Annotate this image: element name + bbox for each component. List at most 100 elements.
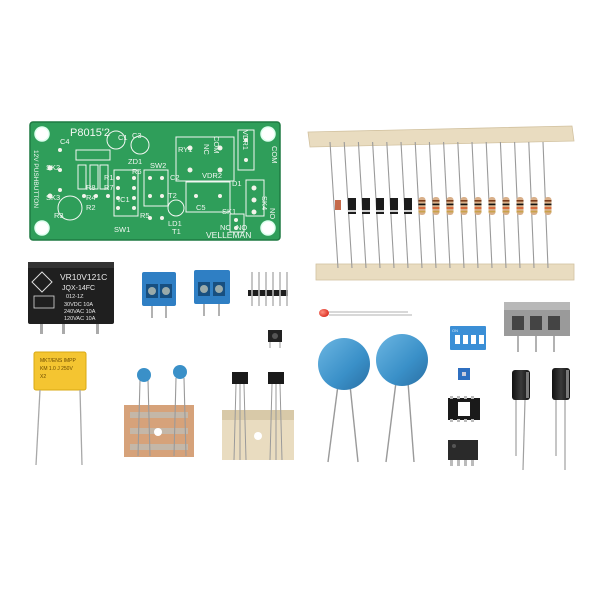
pin-header [248,272,288,306]
label-c2: C2 [170,173,180,182]
resistor-band [418,207,426,209]
electrolytic-capacitor-2 [552,368,570,470]
label-ry1: RY1 [178,145,192,154]
label-side-left: 12V PUSHBUTTON [32,150,39,208]
resistor-band [530,207,538,209]
transistors-on-tape [222,372,294,461]
label-r3: R3 [54,211,64,220]
diode-band [404,210,412,212]
diode-band [390,210,398,212]
resistor-band [460,200,468,202]
resistor-band [432,210,440,213]
capacitor-line-1: MKT/ENS IMPP [40,358,77,364]
resistor-band [544,207,552,209]
resistor-band [530,203,538,206]
label-c3: C3 [132,131,142,140]
small-capacitors-on-tape [124,365,194,457]
resistor-band [516,203,524,206]
diode [404,198,412,214]
resistor-band [502,200,510,202]
label-no-a: NO [268,208,277,219]
diode-band [348,210,356,212]
relay-rating-3: 120VAC 10A [64,316,96,322]
label-com-a: COM [270,146,279,164]
resistor-band [544,200,552,202]
resistor-band [446,203,454,206]
label-sk2: SK2 [46,163,60,172]
diode [376,198,384,214]
label-sk4: SK4 [260,196,269,210]
resistor-band [418,203,426,206]
label-ic1: IC1 [118,195,130,204]
label-sk3: SK3 [46,193,60,202]
yellow-x2-capacitor: MKT/ENS IMPP KM 1.0 J 250V X2 [33,351,87,466]
relay-model: VR10V121C [60,272,107,282]
resistor-band [446,207,454,209]
blue-trimmer [458,368,470,380]
resistor-band [432,200,440,202]
label-nc-a: NC [202,144,211,155]
resistor-band [544,210,552,213]
resistor-band [474,200,482,202]
resistor-band [460,203,468,206]
label-c5: C5 [196,203,206,212]
label-r2: R2 [86,203,96,212]
diode [362,198,370,214]
resistor-band [446,200,454,202]
pcb-board: P8015'2 VELLEMAN RY1 VDR2 C1 C3 C4 ZD1 R… [29,121,281,241]
screw-terminal-2 [194,270,230,316]
resistor-band [474,207,482,209]
relay-rating-2: 240VAC 10A [64,309,96,315]
resistor-band [460,210,468,213]
red-led [319,309,412,317]
electrolytic-capacitor-1 [512,370,530,471]
label-t1: T1 [172,227,181,236]
resistor-band [516,200,524,202]
svg-text:ON: ON [452,328,458,333]
pcb-code: P8015'2 [70,127,110,139]
resistor-band [446,210,454,213]
pcb-brand: VELLEMAN [206,230,251,240]
diode [348,198,356,214]
resistor-band [488,210,496,213]
pushbutton [268,330,282,348]
label-ld1: LD1 [168,219,182,228]
resistor-band [418,200,426,202]
relay-type: JQX-14FC [62,285,95,292]
label-vdr1: VDR1 [241,130,250,150]
label-c1: C1 [118,133,128,142]
diode-band [376,210,384,212]
diode-band [362,210,370,212]
capacitor-line-2: KM 1.0 J 250V [40,366,73,372]
resistor-band [474,203,482,206]
ic-socket [448,396,480,422]
label-sw2: SW2 [150,161,166,170]
label-r4: R4 [86,193,96,202]
resistor-band [432,207,440,209]
resistor-band [488,200,496,202]
resistor-band [516,210,524,213]
label-r5: R5 [140,211,150,220]
resistor-band [488,207,496,209]
screw-terminal-1 [142,272,176,318]
label-sw1: SW1 [114,225,130,234]
label-r8: R8 [86,183,96,192]
capacitor-line-3: X2 [40,374,46,380]
dip-switch: ON [450,326,486,350]
label-vdr2: VDR2 [202,171,222,180]
label-r6: R6 [132,167,142,176]
resistor-band [544,203,552,206]
diode [390,198,398,214]
label-c4: C4 [60,137,70,146]
resistor-band [418,210,426,213]
label-t2: T2 [168,191,177,200]
resistor-band [516,207,524,209]
resistor-band [530,210,538,213]
grey-terminal-block [504,302,570,352]
resistor-band [502,210,510,213]
label-no-b: NO [236,223,247,232]
varistor-1 [318,338,370,463]
resistor-band [502,203,510,206]
component-bodies [335,197,552,215]
